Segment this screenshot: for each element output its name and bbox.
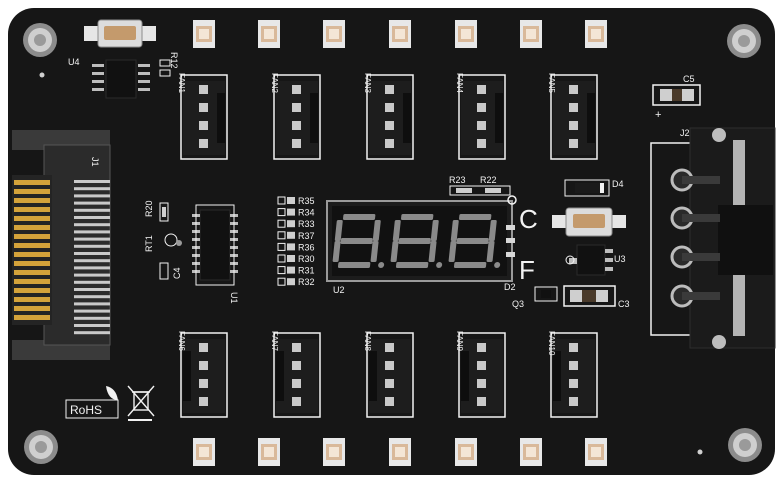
resistor-label: R31 xyxy=(298,266,315,276)
display-digit xyxy=(448,214,501,268)
fan-header: FAN6 xyxy=(177,331,228,418)
fan-label: FAN2 xyxy=(270,73,279,94)
fan-header: FAN10 xyxy=(547,331,598,418)
rohs-mark: RoHS xyxy=(65,386,119,419)
label-c3: C3 xyxy=(618,299,630,309)
fan-label: FAN3 xyxy=(363,73,372,94)
smd-led-icon xyxy=(455,20,477,48)
resistor: R37 xyxy=(277,231,315,241)
smd-led-icon xyxy=(585,20,607,48)
fan-label: FAN5 xyxy=(547,73,556,94)
fan-label: FAN8 xyxy=(363,331,372,352)
ic-u1 xyxy=(192,204,238,286)
fan-header: FAN5 xyxy=(547,73,598,160)
ic-u4 xyxy=(92,59,150,99)
resistor: R33 xyxy=(277,219,315,229)
label-r12: R12 xyxy=(169,52,179,69)
label-r22: R22 xyxy=(480,175,497,185)
smd-led-icon xyxy=(389,20,411,48)
mounting-hole-icon xyxy=(728,428,762,462)
molex-connector-j2 xyxy=(650,127,776,349)
label-d4: D4 xyxy=(612,179,624,189)
fan-header: FAN2 xyxy=(270,73,321,160)
smd-led-icon xyxy=(193,438,215,466)
ic-u3 xyxy=(569,244,613,276)
fan-header: FAN9 xyxy=(455,331,506,418)
mounting-hole-icon xyxy=(727,24,761,58)
capacitor-c3 xyxy=(563,285,616,307)
fan-header: FAN1 xyxy=(177,73,228,160)
smd-led-icon xyxy=(389,438,411,466)
label-unit-c: C xyxy=(519,204,538,234)
resistor-label: R34 xyxy=(298,208,315,218)
smd-led-icon xyxy=(323,20,345,48)
display-digit xyxy=(332,214,385,268)
resistor: R32 xyxy=(277,277,315,287)
label-c4: C4 xyxy=(172,267,182,279)
resistor-label: R36 xyxy=(298,242,315,252)
label-c5-polarity: + xyxy=(655,109,661,121)
resistor-label: R33 xyxy=(298,219,315,229)
resistor: R31 xyxy=(277,266,315,276)
crossed-out-wheelie-bin-icon xyxy=(127,385,155,421)
transistor-q3 xyxy=(534,286,558,302)
label-u1: U1 xyxy=(229,292,239,304)
fan-header: FAN3 xyxy=(363,73,414,160)
fan-header: FAN7 xyxy=(270,331,321,418)
resistor: R30 xyxy=(277,254,315,264)
smd-led-icon xyxy=(520,438,542,466)
capacitor-c5 xyxy=(652,84,701,106)
smd-led-icon xyxy=(585,438,607,466)
label-u2: U2 xyxy=(333,285,345,295)
resistor-label: R32 xyxy=(298,277,315,287)
fan-label: FAN1 xyxy=(177,73,186,94)
label-u3: U3 xyxy=(614,254,626,264)
fan-header: FAN8 xyxy=(363,331,414,418)
resistor-label: R35 xyxy=(298,196,315,206)
fan-label: FAN9 xyxy=(455,331,464,352)
label-j2: J2 xyxy=(680,128,690,138)
resistor-label: R30 xyxy=(298,254,315,264)
label-d2: D2 xyxy=(504,282,516,292)
resistor: R36 xyxy=(277,242,315,252)
label-rt1: RT1 xyxy=(144,235,154,252)
resistor: R34 xyxy=(277,208,315,218)
tact-switch xyxy=(84,19,156,48)
label-q3: Q3 xyxy=(512,299,524,309)
rohs-label: RoHS xyxy=(70,403,102,417)
label-j1: J1 xyxy=(90,157,100,167)
label-c5: C5 xyxy=(683,74,695,84)
smd-led-icon xyxy=(258,438,280,466)
smd-led-icon xyxy=(193,20,215,48)
smd-led-icon xyxy=(520,20,542,48)
sata-connector-j1 xyxy=(12,130,111,360)
smd-led-icon xyxy=(323,438,345,466)
label-r20: R20 xyxy=(144,200,154,217)
fan-label: FAN6 xyxy=(177,331,186,352)
fan-label: FAN10 xyxy=(547,331,556,356)
resistor: R35 xyxy=(277,196,315,206)
tact-switch-unit xyxy=(552,207,626,237)
mounting-hole-icon xyxy=(24,430,58,464)
diode-d4 xyxy=(564,179,610,197)
label-unit-f: F xyxy=(519,255,535,285)
label-u4: U4 xyxy=(68,57,80,67)
resistor-label: R37 xyxy=(298,231,315,241)
fan-header: FAN4 xyxy=(455,73,506,160)
smd-led-icon xyxy=(258,20,280,48)
fan-label: FAN4 xyxy=(455,73,464,94)
mounting-hole-icon xyxy=(23,23,57,57)
led-row xyxy=(193,20,607,466)
display-digit xyxy=(390,214,443,268)
seven-segment-display xyxy=(326,200,513,282)
fan-label: FAN7 xyxy=(270,331,279,352)
label-r23: R23 xyxy=(449,175,466,185)
smd-led-icon xyxy=(455,438,477,466)
